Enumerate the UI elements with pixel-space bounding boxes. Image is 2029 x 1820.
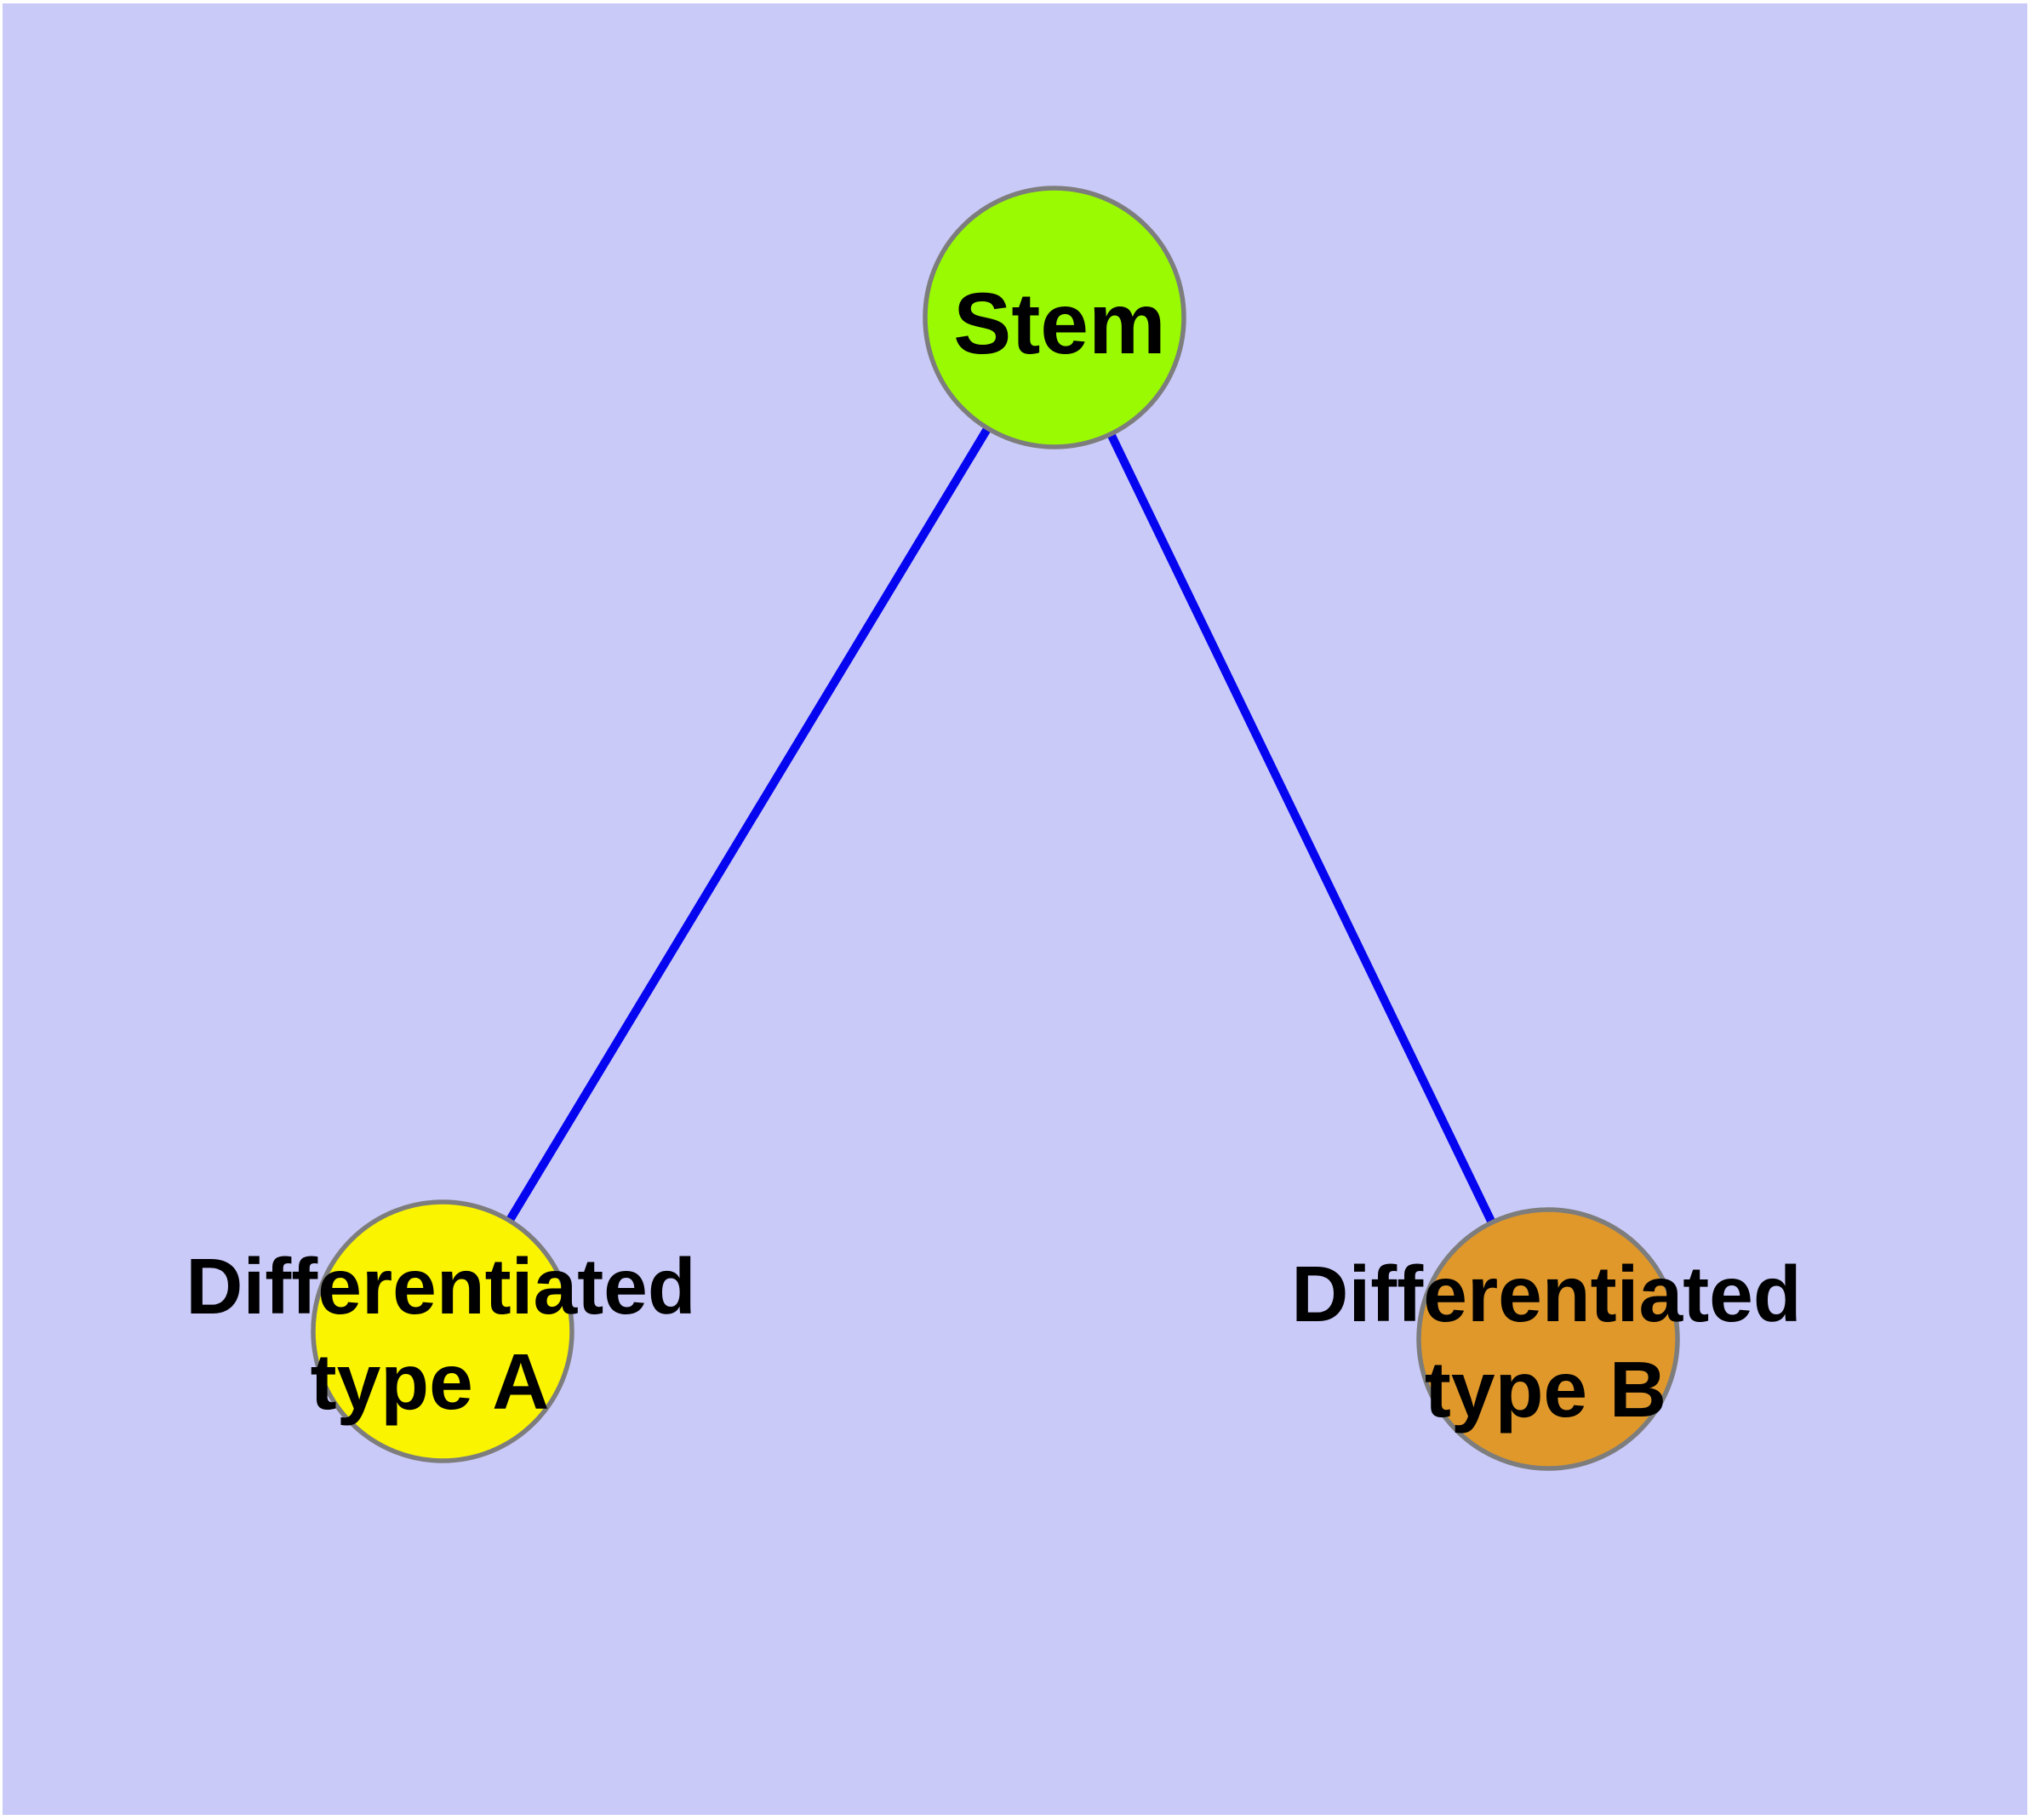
node-diff-a-circle (311, 1199, 574, 1463)
node-diff-b-circle (1416, 1207, 1680, 1471)
node-stem-label: Stem (953, 275, 1165, 372)
node-diff-b-label-line-1: Differentiated (1291, 1250, 1801, 1338)
node-diff-a-label-line-2: type A (311, 1337, 550, 1426)
node-stem-circle (923, 186, 1186, 449)
edge-stem-to-diff-a (438, 315, 1059, 1334)
node-diff-a-label-line-1: Differentiated (186, 1242, 695, 1331)
edge-stem-to-diff-b (1050, 315, 1552, 1342)
node-diff-b-label-line-2: type B (1425, 1345, 1666, 1434)
